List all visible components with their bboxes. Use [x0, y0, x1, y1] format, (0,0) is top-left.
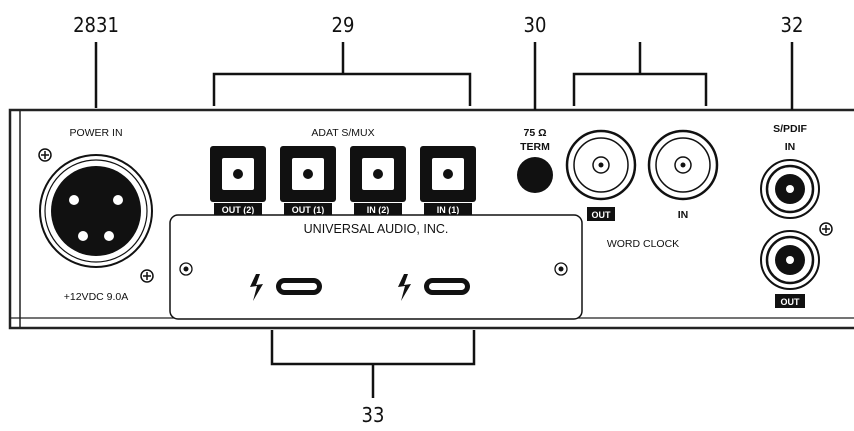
screw-icon: [819, 222, 833, 236]
wordclock-in-label: IN: [678, 209, 689, 221]
adat-port-in-2: IN (2): [350, 146, 406, 216]
term-label: TERM: [520, 141, 550, 153]
spdif-section: S/PDIF IN OUT: [760, 123, 833, 308]
callout-33: 33: [362, 403, 385, 427]
wordclock-section: OUT IN WORD CLOCK: [565, 129, 719, 250]
adat-port-in-1: IN (1): [420, 146, 476, 216]
adat-port-label: IN (2): [367, 205, 390, 215]
thunderbolt-icon: [398, 274, 411, 301]
screw-icon: [554, 262, 568, 276]
callout-32: 32: [781, 13, 804, 37]
callout-30: 30: [524, 13, 547, 37]
power-section: POWER IN +12VDC 9.0A: [38, 127, 154, 303]
spdif-in-label: IN: [785, 141, 796, 153]
adat-title: ADAT S/MUX: [311, 127, 374, 139]
rca-in-connector-icon: [760, 159, 820, 219]
adat-port-label: OUT (1): [292, 205, 325, 215]
adat-port-label: OUT (2): [222, 205, 255, 215]
bnc-out-connector-icon: [565, 129, 637, 201]
spdif-title: S/PDIF: [773, 123, 807, 135]
rca-out-connector-icon: [760, 230, 820, 290]
thunderbolt-icon: [250, 274, 263, 301]
wordclock-out-label: OUT: [592, 210, 612, 220]
thunderbolt-card: UNIVERSAL AUDIO, INC.: [169, 214, 583, 320]
power-xlr-connector-icon: [39, 154, 153, 268]
adat-section: ADAT S/MUX OUT (2) OUT (1) IN (2): [210, 127, 476, 216]
adat-port-out-1: OUT (1): [280, 146, 336, 216]
term-switch-icon: [517, 157, 553, 193]
power-rating-label: +12VDC 9.0A: [64, 291, 129, 303]
power-in-label: POWER IN: [69, 127, 122, 139]
wordclock-title: WORD CLOCK: [607, 238, 679, 250]
brand-label: UNIVERSAL AUDIO, INC.: [304, 222, 449, 236]
term-value: 75 Ω: [523, 127, 546, 139]
callout-29: 29: [332, 13, 355, 37]
term-section: 75 Ω TERM: [517, 127, 553, 193]
screw-icon: [179, 262, 193, 276]
screw-icon: [38, 148, 52, 162]
bnc-in-connector-icon: [647, 129, 719, 201]
callout-numbers: 2831 29 30 32 33: [73, 13, 803, 427]
callout-leaders: [94, 42, 794, 398]
spdif-out-label: OUT: [781, 297, 801, 307]
adat-port-out-2: OUT (2): [210, 146, 266, 216]
screw-icon: [140, 269, 154, 283]
callout-28-31: 2831: [73, 13, 119, 37]
adat-port-label: IN (1): [437, 205, 460, 215]
